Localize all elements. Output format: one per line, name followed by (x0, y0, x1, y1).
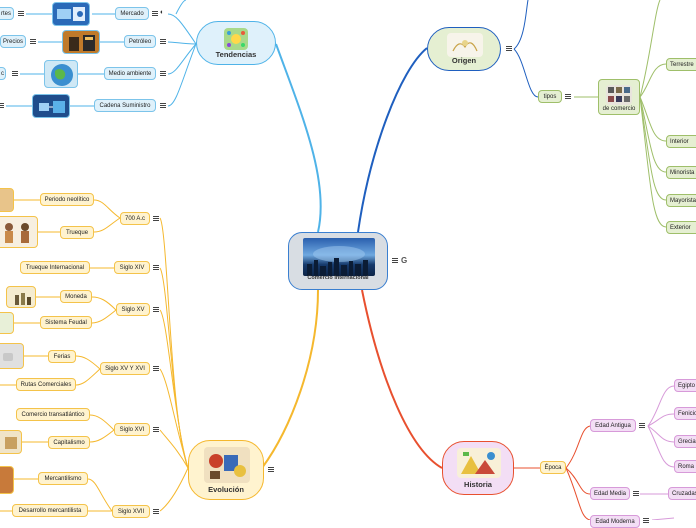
menu-icon[interactable] (153, 265, 159, 271)
node-ferias[interactable]: Ferias (48, 350, 76, 363)
node-periodo-neolitico[interactable]: Periodo neolítico (40, 193, 94, 206)
node-mercantilismo[interactable]: Mercantilismo (38, 472, 88, 485)
evolution-image (204, 447, 250, 483)
mercantilism-image (0, 466, 14, 494)
fair-image (0, 343, 24, 369)
history-image (457, 448, 501, 478)
menu-icon[interactable] (643, 518, 649, 524)
menu-icon[interactable] (152, 11, 158, 17)
node-comercio-transatlantico[interactable]: Comercio transatlántico (16, 408, 90, 421)
node-trueque-internacional[interactable]: Trueque Internacional (20, 261, 90, 274)
menu-icon[interactable] (392, 258, 398, 264)
node-de-comercio[interactable]: de comercio (598, 79, 640, 115)
node-siglo-xv[interactable]: Siglo XV (116, 303, 150, 316)
menu-icon[interactable] (506, 46, 512, 52)
moon-icon: ◐ (160, 9, 165, 16)
menu-icon[interactable] (153, 307, 159, 313)
branch-historia-label: Historia (464, 480, 492, 489)
menu-icon[interactable] (153, 427, 159, 433)
menu-icon[interactable] (153, 366, 159, 372)
branch-tendencias-label: Tendencias (215, 50, 257, 59)
market-image (52, 2, 90, 26)
menu-icon[interactable] (153, 216, 159, 222)
node-cadena-suministro[interactable]: Cadena Suministro (94, 99, 156, 112)
origin-image (447, 33, 483, 57)
menu-icon[interactable] (160, 39, 166, 45)
node-minorista[interactable]: Minorista (666, 166, 696, 179)
node-edad-antigua[interactable]: Edad Antigua (590, 419, 636, 432)
node-grecia[interactable]: Grecia (674, 435, 696, 448)
node-rutas-comerciales[interactable]: Rutas Comerciales (16, 378, 76, 391)
neolithic-image (0, 188, 14, 212)
world-city-image (303, 238, 375, 276)
node-trueque[interactable]: Trueque (60, 226, 94, 239)
node-700-ac[interactable]: 700 A.c (120, 212, 150, 225)
menu-icon[interactable] (12, 71, 18, 77)
node-siglo-xvi[interactable]: Siglo XVI (114, 423, 150, 436)
g-badge-icon[interactable]: G (401, 256, 408, 265)
node-epoca[interactable]: Época (540, 461, 566, 474)
feudal-image (0, 312, 14, 334)
node-precios[interactable]: Precios (0, 35, 26, 48)
node-mercado[interactable]: Mercado (115, 7, 149, 20)
node-petroleo[interactable]: Petróleo (124, 35, 156, 48)
branch-origen-label: Origen (451, 56, 477, 65)
branch-tendencias[interactable]: Tendencias (196, 21, 276, 65)
node-fenicios[interactable]: Fenicios (674, 407, 696, 420)
supply-chain-image (32, 94, 70, 118)
branch-evolucion[interactable]: Evolución (188, 440, 264, 500)
menu-icon[interactable] (565, 94, 571, 100)
node-cruzadas[interactable]: Cruzadas (668, 487, 696, 500)
node-edad-moderna[interactable]: Edad Moderna (590, 515, 640, 528)
branch-evolucion-label: Evolución (208, 485, 244, 494)
branch-origen[interactable]: Origen (427, 27, 501, 71)
node-desarrollo-mercantilista[interactable]: Desarrollo mercantilista (12, 504, 88, 517)
central-topic[interactable]: Comercio Internacional (288, 232, 388, 290)
trade-types-image (606, 85, 632, 105)
menu-icon[interactable] (633, 491, 639, 497)
node-tipos[interactable]: tipos (538, 90, 562, 103)
node-siglo-xiv[interactable]: Siglo XIV (114, 261, 150, 274)
node-edad-media[interactable]: Edad Media (590, 487, 630, 500)
node-left-partial-1[interactable]: rtes (0, 7, 14, 20)
node-siglo-xv-y-xvi[interactable]: Siglo XV Y XVI (100, 362, 150, 375)
node-siglo-xvii[interactable]: Siglo XVII (112, 505, 150, 518)
barter-image (0, 216, 38, 248)
node-exterior[interactable]: Exterior (666, 221, 696, 234)
city-skyline-icon (307, 246, 368, 276)
earth-image (44, 60, 78, 88)
menu-icon[interactable] (18, 11, 24, 17)
node-moneda[interactable]: Moneda (60, 290, 92, 303)
central-topic-label: Comercio Internacional (307, 275, 369, 281)
menu-icon[interactable] (30, 39, 36, 45)
trends-image (224, 28, 248, 50)
menu-icon[interactable] (268, 467, 274, 473)
node-de-comercio-label: de comercio (602, 106, 636, 112)
menu-icon[interactable] (160, 71, 166, 77)
menu-icon[interactable] (153, 509, 159, 515)
node-mayorista[interactable]: Mayorista (666, 194, 696, 207)
branch-historia[interactable]: Historia (442, 441, 514, 495)
node-medio-ambiente[interactable]: Medio ambiente (104, 67, 156, 80)
node-sistema-feudal[interactable]: Sistema Feudal (40, 316, 92, 329)
menu-icon[interactable] (0, 103, 4, 109)
node-terrestre[interactable]: Terrestre (666, 58, 696, 71)
menu-icon[interactable] (160, 103, 166, 109)
menu-icon[interactable] (639, 423, 645, 429)
coin-image (6, 286, 36, 308)
oil-image (62, 30, 100, 54)
node-roma[interactable]: Roma (674, 460, 696, 473)
node-left-partial-3[interactable]: c (0, 67, 6, 80)
node-interior[interactable]: Interior (666, 135, 696, 148)
node-egipto[interactable]: Egipto (674, 379, 696, 392)
node-capitalismo[interactable]: Capitalismo (48, 436, 90, 449)
capitalism-image (0, 430, 22, 454)
